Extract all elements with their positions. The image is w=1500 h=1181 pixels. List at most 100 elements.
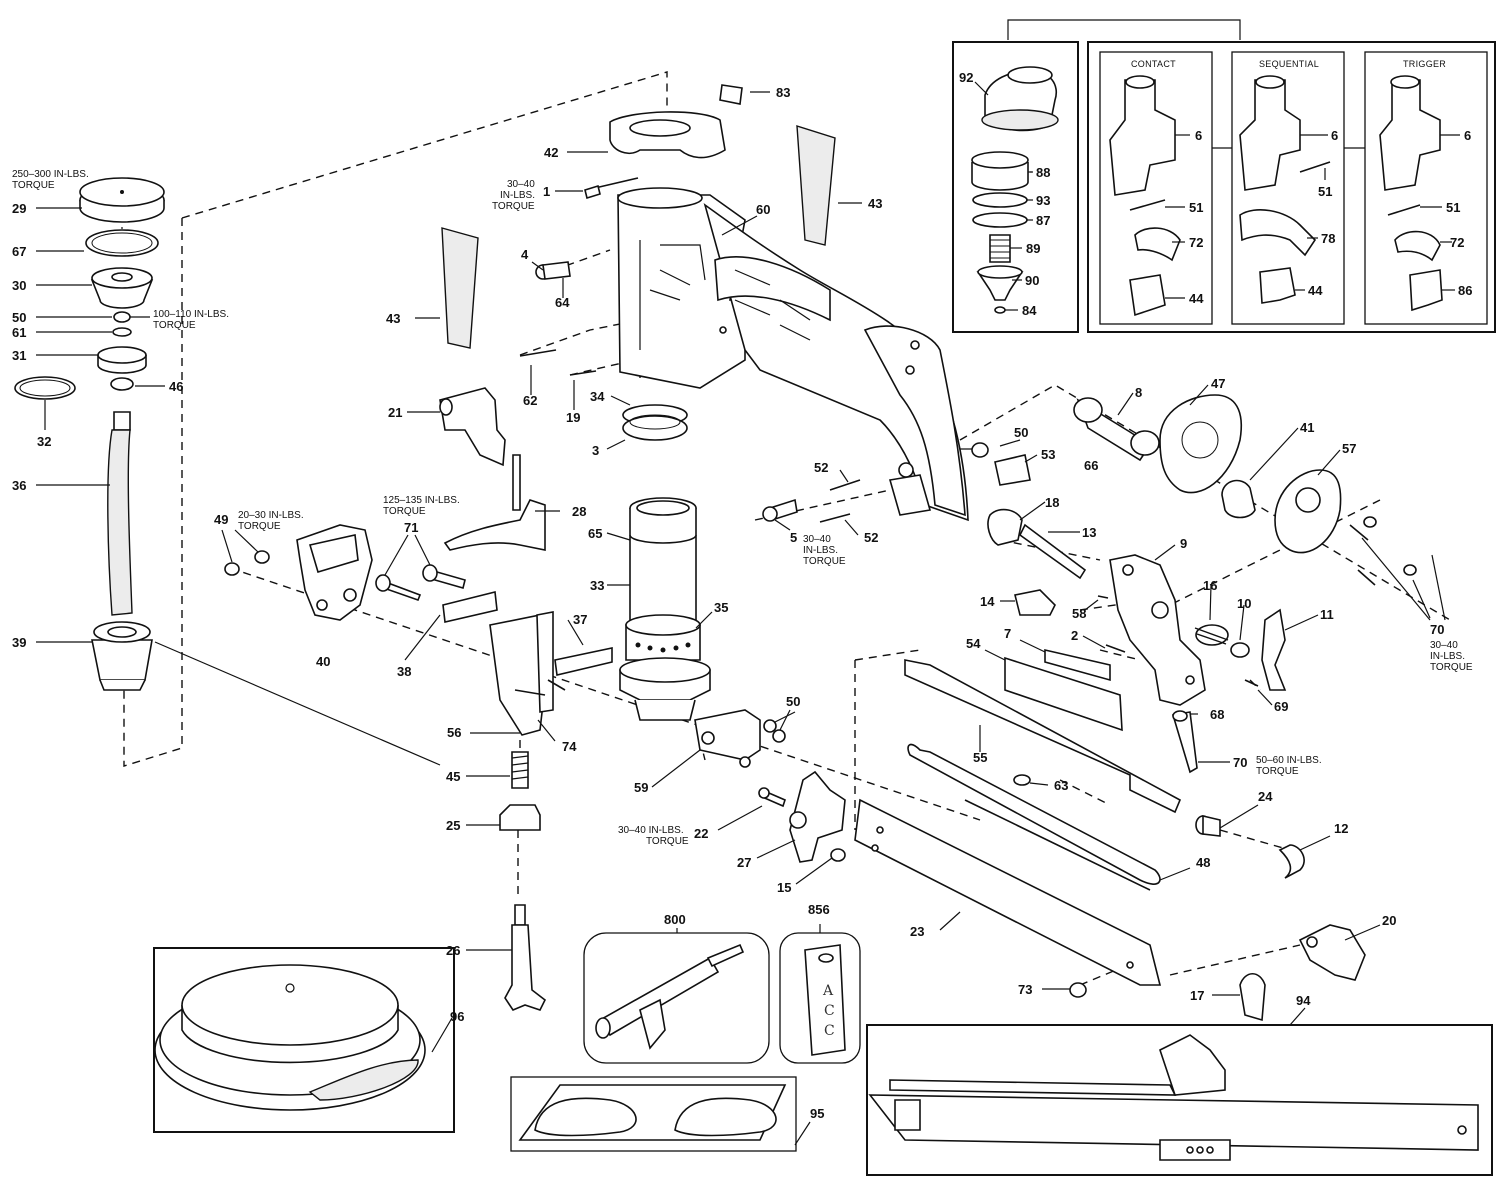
part-label-50-center: 50	[786, 694, 800, 709]
torque-5-line3: TORQUE	[803, 556, 846, 567]
sleeve-43-right	[796, 125, 836, 246]
part-label-48: 48	[1196, 855, 1210, 870]
part-label-29: 29	[12, 201, 26, 216]
part-label-4: 4	[521, 247, 529, 262]
part-label-22: 22	[694, 826, 708, 841]
cut-sheet-95	[518, 1084, 811, 1146]
torque-50-line1: 100–110 IN-LBS.	[153, 309, 229, 320]
part-label-51-trigger: 51	[1446, 200, 1460, 215]
part-label-68: 68	[1210, 707, 1224, 722]
part-label-32: 32	[37, 434, 51, 449]
part-label-43-right: 43	[868, 196, 882, 211]
lower-left-parts	[499, 751, 547, 1011]
part-label-94: 94	[1296, 993, 1311, 1008]
part-label-96: 96	[450, 1009, 464, 1024]
part-label-35: 35	[714, 600, 728, 615]
part-label-28: 28	[572, 504, 586, 519]
part-label-66: 66	[1084, 458, 1098, 473]
part-label-43-left: 43	[386, 311, 400, 326]
part-label-13: 13	[1082, 525, 1096, 540]
part-label-89: 89	[1026, 241, 1040, 256]
torque-71-line2: TORQUE	[383, 506, 426, 517]
lower-left-leaders	[466, 775, 512, 951]
trigger-leaders	[1165, 134, 1460, 299]
part-label-70-center: 70	[1233, 755, 1247, 770]
part-label-36: 36	[12, 478, 26, 493]
part-label-6-trigger: 6	[1464, 128, 1471, 143]
torque-1-line3: TORQUE	[492, 201, 535, 212]
part-label-74: 74	[562, 739, 577, 754]
part-label-21: 21	[388, 405, 402, 420]
part-label-11: 11	[1320, 607, 1334, 622]
part-label-24: 24	[1258, 789, 1273, 804]
sequential-trigger-parts	[1239, 75, 1331, 304]
torque-70b-line1: 30–40	[1430, 640, 1458, 651]
glue-gun-800	[595, 928, 745, 1050]
part-label-88: 88	[1036, 165, 1050, 180]
part-label-6-sequential: 6	[1331, 128, 1338, 143]
center-lower-parts	[758, 648, 1305, 998]
part-label-64: 64	[555, 295, 570, 310]
top-right-bracket	[1007, 19, 1241, 40]
part-label-1: 1	[543, 184, 550, 199]
sleeve-43-left	[441, 227, 479, 349]
torque-70a-line2: TORQUE	[1256, 766, 1299, 777]
part-label-57: 57	[1342, 441, 1356, 456]
part-label-7: 7	[1004, 626, 1011, 641]
part-label-20: 20	[1382, 913, 1396, 928]
part-label-18: 18	[1045, 495, 1059, 510]
part-label-33: 33	[590, 578, 604, 593]
part-label-69: 69	[1274, 699, 1288, 714]
torque-70a-line1: 50–60 IN-LBS.	[1256, 755, 1322, 766]
label-letter-c2: C	[824, 1023, 835, 1039]
torque-71-line1: 125–135 IN-LBS.	[383, 495, 460, 506]
torque-notes: 250–300 IN-LBS. TORQUE 100–110 IN-LBS. T…	[12, 169, 1473, 847]
part-label-56: 56	[447, 725, 461, 740]
part-label-2: 2	[1071, 628, 1078, 643]
part-label-40: 40	[316, 654, 330, 669]
part-label-54: 54	[966, 636, 981, 651]
upper-right-small-parts	[762, 442, 1031, 523]
part-label-90: 90	[1025, 273, 1039, 288]
part-label-58: 58	[1072, 606, 1086, 621]
part-label-45: 45	[446, 769, 460, 784]
torque-70b-line2: IN-LBS.	[1430, 651, 1465, 662]
cap-96-box	[153, 947, 455, 1133]
part-label-55: 55	[973, 750, 987, 765]
center-middle-parts	[224, 387, 613, 736]
contact-trigger-parts	[1109, 75, 1181, 317]
part-label-3: 3	[592, 443, 599, 458]
center-middle-leaders	[221, 411, 584, 742]
trigger-options-box	[1087, 41, 1496, 333]
cylinder-leaders	[606, 532, 796, 788]
part-label-87: 87	[1036, 213, 1050, 228]
part-label-92: 92	[959, 70, 973, 85]
part-label-31: 31	[12, 348, 26, 363]
part-label-59: 59	[634, 780, 648, 795]
part-label-86: 86	[1458, 283, 1472, 298]
part-label-93: 93	[1036, 193, 1050, 208]
part-label-83: 83	[776, 85, 790, 100]
part-label-19: 19	[566, 410, 580, 425]
part-label-84: 84	[1022, 303, 1037, 318]
header-trigger: TRIGGER	[1403, 59, 1446, 69]
torque-22-line1: 30–40 IN-LBS.	[618, 825, 684, 836]
part-number-labels: 83 42 1 60 43 4 64 43 62 19 34 3 21 28 6…	[12, 70, 1472, 1121]
upper-right-leaders	[774, 454, 1038, 536]
part-label-25: 25	[446, 818, 460, 833]
part-label-52-top: 52	[814, 460, 828, 475]
cylinder-group	[619, 497, 786, 768]
part-label-51-contact: 51	[1189, 200, 1203, 215]
valve-parts	[971, 66, 1059, 314]
part-label-38: 38	[397, 664, 411, 679]
part-label-12: 12	[1334, 821, 1348, 836]
center-leaders	[415, 91, 862, 450]
part-label-30: 30	[12, 278, 26, 293]
cap-96	[154, 964, 453, 1111]
torque-5-line2: IN-LBS.	[803, 545, 838, 556]
part-label-27: 27	[737, 855, 751, 870]
part-label-44-contact: 44	[1189, 291, 1204, 306]
torque-1-line1: 30–40	[507, 179, 535, 190]
part-label-26: 26	[446, 943, 460, 958]
